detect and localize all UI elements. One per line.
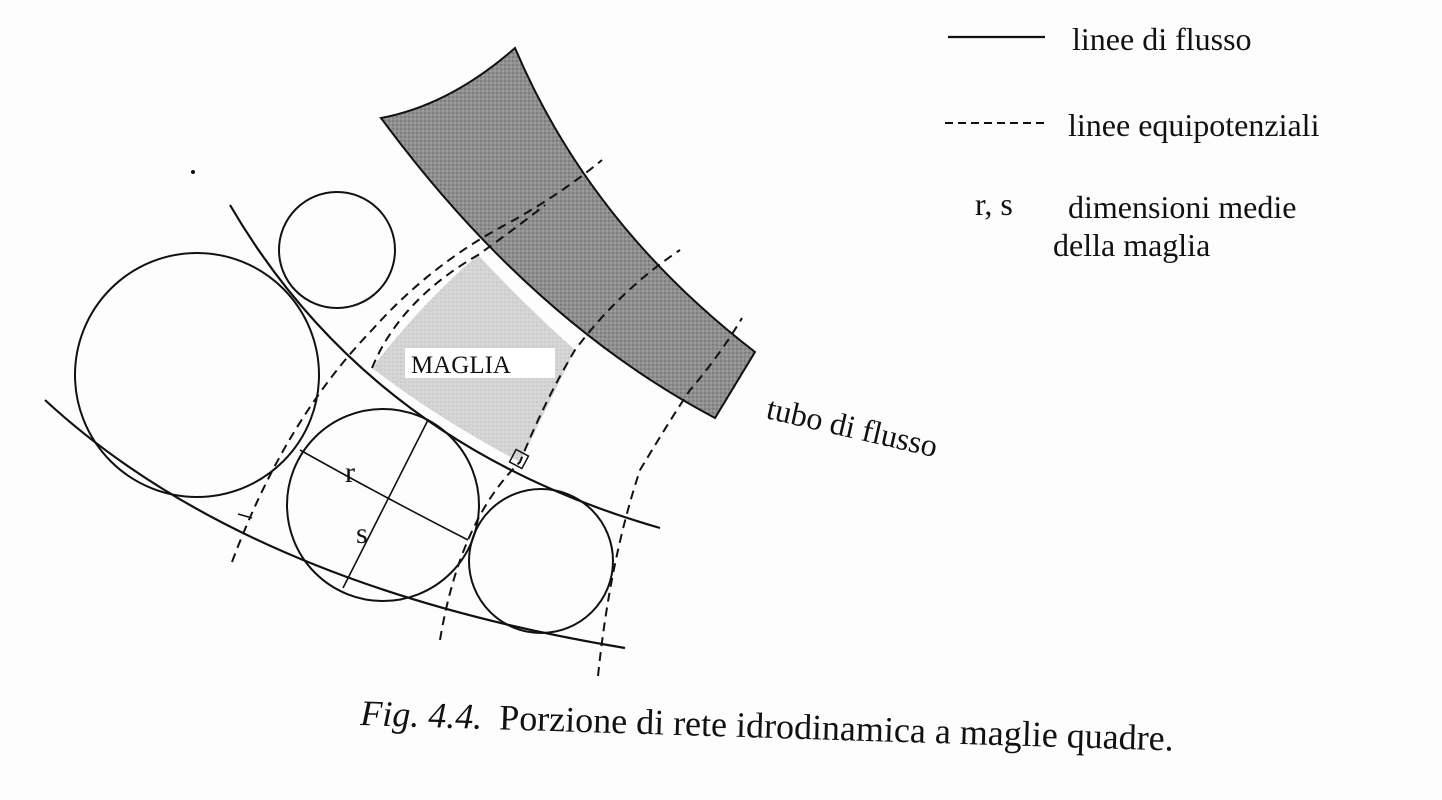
dot-mark bbox=[191, 170, 195, 174]
legend-rs-symbol: r, s bbox=[975, 186, 1013, 222]
legend-rs-desc-2: della maglia bbox=[1053, 227, 1210, 263]
circle-2 bbox=[278, 191, 396, 309]
caption-text: Porzione di rete idrodinamica a maglie q… bbox=[499, 697, 1175, 758]
mesh-label-bg bbox=[405, 348, 555, 378]
caption: Fig. 4.4. Porzione di rete idrodinamica … bbox=[359, 693, 1175, 759]
tick-mark bbox=[237, 513, 253, 519]
equipotential-line-1 bbox=[231, 159, 603, 563]
svg-text:Fig. 4.4. Porzione di re: Fig. 4.4. Porzione di rete idrodinamica … bbox=[359, 693, 1175, 759]
legend: linee di flusso linee equipotenziali r, … bbox=[945, 21, 1320, 263]
inscribed-circles bbox=[74, 191, 614, 634]
s-label: s bbox=[356, 517, 368, 550]
r-label: r bbox=[345, 456, 355, 489]
caption-fig-number: Fig. 4.4. bbox=[359, 693, 483, 737]
flow-tube-shaded bbox=[379, 46, 757, 420]
equipotential-line-4 bbox=[371, 204, 546, 369]
right-angle-mark bbox=[508, 448, 530, 470]
s-measure-line bbox=[342, 419, 429, 589]
circle-3 bbox=[286, 408, 480, 602]
circle-4 bbox=[468, 488, 614, 634]
legend-equipotential-lines: linee equipotenziali bbox=[1068, 107, 1320, 143]
legend-flow-lines: linee di flusso bbox=[1072, 21, 1252, 57]
r-measure-line bbox=[299, 449, 469, 541]
equipotential-line-2 bbox=[439, 249, 681, 641]
mesh-label: MAGLIA bbox=[411, 352, 511, 379]
flow-line-lower bbox=[44, 399, 626, 650]
legend-rs-desc-1: dimensioni medie bbox=[1068, 189, 1296, 225]
circle-1 bbox=[74, 252, 320, 498]
equipotential-lines bbox=[231, 159, 743, 677]
flow-tube-label: tubo di flusso bbox=[763, 390, 941, 464]
